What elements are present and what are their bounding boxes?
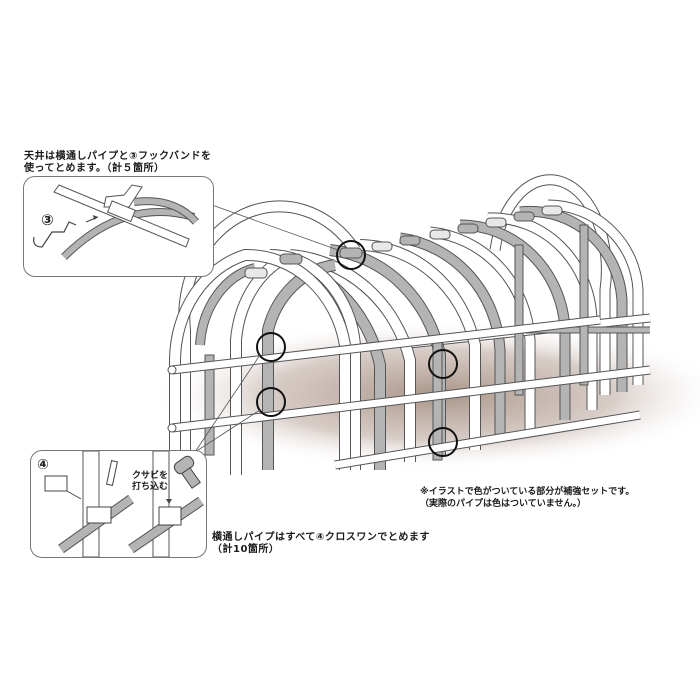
bottom-callout-caption-line1: 横通しパイプはすべて④クロスワンでとめます: [212, 532, 430, 543]
wedge-label-line2: 打ち込む: [132, 482, 169, 492]
bottom-callout-box: ④ クサビを 打ち込む: [30, 450, 207, 558]
part-marker-4: ④: [37, 457, 49, 473]
highlight-circle-left-lower: [256, 387, 286, 417]
highlight-circle-mid-upper: [428, 349, 458, 379]
top-callout-box: ③: [23, 176, 214, 277]
bottom-callout-caption-line2: （計10箇所）: [212, 544, 280, 555]
part-marker-3: ③: [41, 211, 54, 229]
highlight-circle-left-upper: [256, 332, 286, 362]
ridge-connectors: [244, 205, 563, 279]
highlight-circle-ridge: [336, 240, 366, 270]
cross-one-detail-illustration: [44, 451, 204, 557]
wedge-label-line1: クサビを: [132, 471, 169, 481]
hook-band-detail-illustration: [33, 184, 200, 260]
leader-lines: [194, 204, 339, 453]
top-callout-caption-line1: 天井は横通しパイプと③フックバンドを: [24, 151, 212, 162]
highlight-circle-mid-lower: [428, 427, 458, 457]
highlight-circles: [256, 240, 458, 457]
side-pipes: [167, 315, 651, 470]
top-callout-caption-line2: 使ってとめます。（計５箇所）: [24, 163, 165, 174]
color-note-line2: （実際のパイプは色はついていません。）: [420, 499, 586, 509]
color-note-line1: ※イラストで色がついている部分が補強セットです。: [420, 487, 635, 497]
